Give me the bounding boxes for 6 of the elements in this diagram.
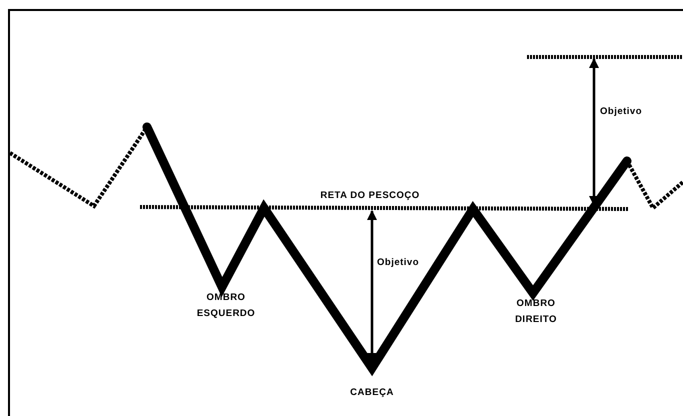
measure-label: Objetivo: [377, 256, 420, 270]
neckline-label: RETA DO PESCOÇO: [319, 189, 421, 203]
pattern-label: OMBRO DIREITO: [514, 297, 558, 327]
measure-label: Objetivo: [600, 105, 644, 119]
pattern-label: CABEÇA: [349, 386, 395, 400]
pattern-label: OMBRO ESQUERDO: [196, 291, 256, 321]
